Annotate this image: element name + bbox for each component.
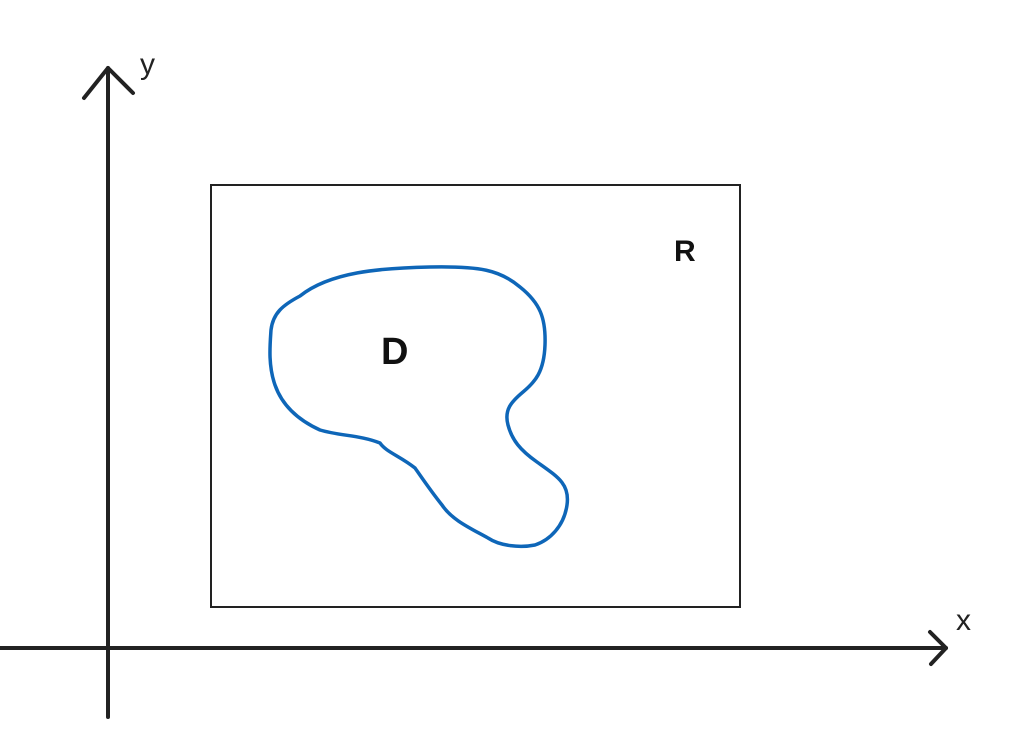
y-axis-label: y — [140, 48, 155, 81]
x-axis-label: x — [956, 604, 971, 637]
region-label: D — [381, 331, 408, 373]
y-axis-arrowhead — [82, 66, 135, 100]
rectangle-R — [210, 184, 741, 608]
rectangle-label: R — [674, 235, 696, 268]
x-axis-arrowhead — [928, 630, 948, 666]
region-D-curve — [268, 265, 570, 549]
